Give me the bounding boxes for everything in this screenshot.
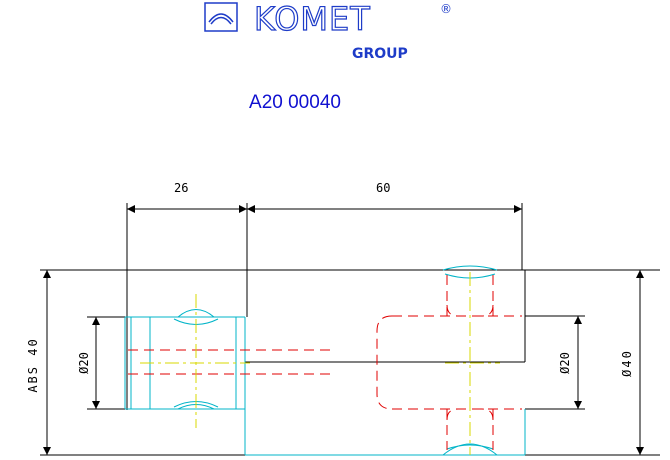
- dim-label-60: 60: [376, 181, 390, 195]
- center-lines: [140, 272, 500, 455]
- hidden-lines: [128, 275, 522, 450]
- dim-label-left-d20: Ø20: [77, 352, 91, 374]
- dimension-labels: 26 60 ABS 40 Ø20 Ø20 Ø40: [26, 181, 634, 393]
- dim-label-abs40: ABS 40: [26, 337, 40, 392]
- part-outline: [40, 203, 660, 456]
- logo-group: GROUP: [352, 46, 408, 62]
- visible-edges: [124, 265, 526, 456]
- part-number-title: A20 00040: [249, 92, 341, 113]
- dim-label-right-d20: Ø20: [558, 352, 572, 374]
- registered-mark: ®: [440, 2, 452, 16]
- logo-brand: KOMET: [254, 0, 371, 38]
- komet-logo: KOMET ® GROUP: [204, 0, 452, 62]
- dim-label-d40: Ø40: [620, 349, 634, 377]
- dim-label-26: 26: [174, 181, 188, 195]
- komet-emblem-icon: [204, 2, 238, 32]
- dimension-lines: [43, 205, 644, 455]
